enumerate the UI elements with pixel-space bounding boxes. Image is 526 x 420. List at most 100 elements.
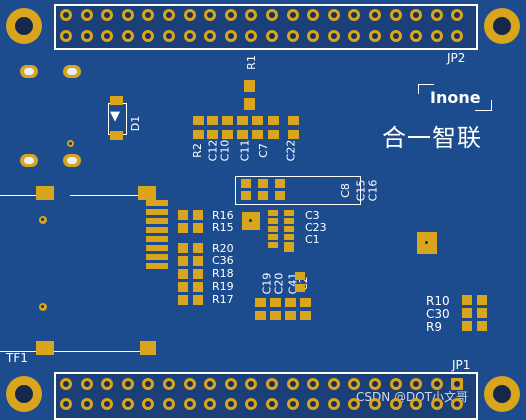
jp2-pin [286,30,299,42]
smd-pad [462,321,472,331]
jp2-pin [410,9,423,21]
jp1-pin [245,398,258,410]
smd-pad [300,311,311,320]
jp2-pin [204,30,217,42]
label-c22: C22 [284,139,298,162]
jp1-pin [389,378,402,390]
label-c16: C16 [366,179,380,202]
jp2-pin [451,9,464,21]
smd-pad [477,295,487,305]
jp2-pin [389,30,402,42]
jp2-pin [121,30,134,42]
r1-pad [244,80,255,92]
jp2-pin [163,30,175,42]
jp1-pin [204,378,217,390]
jp2-pin [369,9,381,21]
jp1-pin [348,398,361,410]
label-r19: R19 [212,280,234,293]
smd-pad [284,210,294,216]
smd-pad [258,179,268,188]
jp2-pin [348,30,361,42]
via [247,217,254,224]
smd-pad [193,282,203,292]
smd-pad [258,191,268,200]
jp1-pin [163,378,175,390]
jp1-pin [60,398,72,410]
smd-pad [284,242,294,248]
smd-pad [255,311,266,320]
jp1-pin [60,378,72,390]
tf-slot-hole [39,216,47,224]
smd-pad [295,284,305,292]
jp1-pin [266,378,278,390]
smd-pad [275,191,285,200]
oval-pad [20,154,38,167]
label-c15: C15 [354,179,368,202]
jp1-pin [307,398,320,410]
smd-pad [268,130,279,139]
label-c3: C3 [305,209,320,222]
smd-pad [193,210,203,220]
tf-slot-top-line [0,195,36,196]
smd-pad [178,223,188,233]
tf-slot-pin [146,209,168,215]
label-r17: R17 [212,293,234,306]
smd-pad [462,295,472,305]
jp1-pin [451,378,464,390]
label-r9: R9 [426,320,442,334]
smd-pad [284,246,294,252]
smd-pad [284,218,294,224]
logo-bracket [491,100,492,111]
jp2-pin [348,9,361,21]
smd-pad [477,308,487,318]
tf-slot-right-line [70,195,138,196]
jp2-pin [142,30,155,42]
smd-pad [268,234,278,240]
via [423,239,430,246]
oval-pad [63,154,81,167]
smd-pad [268,116,279,125]
jp1-pin [389,398,402,410]
jp2-pin [142,9,155,21]
jp1-pin [142,398,155,410]
jp1-pin [80,378,93,390]
diode-symbol: ▼ [110,109,120,124]
label-r15: R15 [212,221,234,234]
jp1-pin [224,398,237,410]
smd-pad [193,295,203,305]
tf-slot-pad [36,341,54,355]
r1-pad [244,98,255,110]
mount-hole-bottom-left [6,376,42,412]
jp2-pin [80,9,93,21]
tf-slot-pin [146,236,168,242]
smd-pad [477,321,487,331]
jp2-pin [224,30,237,42]
tf-slot-pad [36,186,54,200]
jp1-pin [101,398,114,410]
jp1-pin [101,378,114,390]
r1-label: R1 [244,55,258,70]
logo-bracket [418,84,434,85]
smd-pad [193,130,204,139]
smd-pad [237,116,248,125]
smd-pad [193,269,203,279]
jp2-pin [183,30,196,42]
smd-pad [222,116,233,125]
smd-pad [285,298,296,307]
jp1-pin [369,398,381,410]
smd-pad [193,243,203,253]
smd-pad [268,210,278,216]
smd-pad [268,226,278,232]
tf-slot-bottom-line [0,351,140,352]
jp1-pin [430,378,443,390]
jp1-pin [327,398,340,410]
tf-slot-pin [146,218,168,224]
smd-pad [284,226,294,232]
label-c7: C7 [256,143,270,158]
jp2-pin [286,9,299,21]
label-r18: R18 [212,267,234,280]
smd-pad [241,179,251,188]
smd-pad [288,130,299,139]
jp2-pin [163,9,175,21]
via [67,140,74,147]
